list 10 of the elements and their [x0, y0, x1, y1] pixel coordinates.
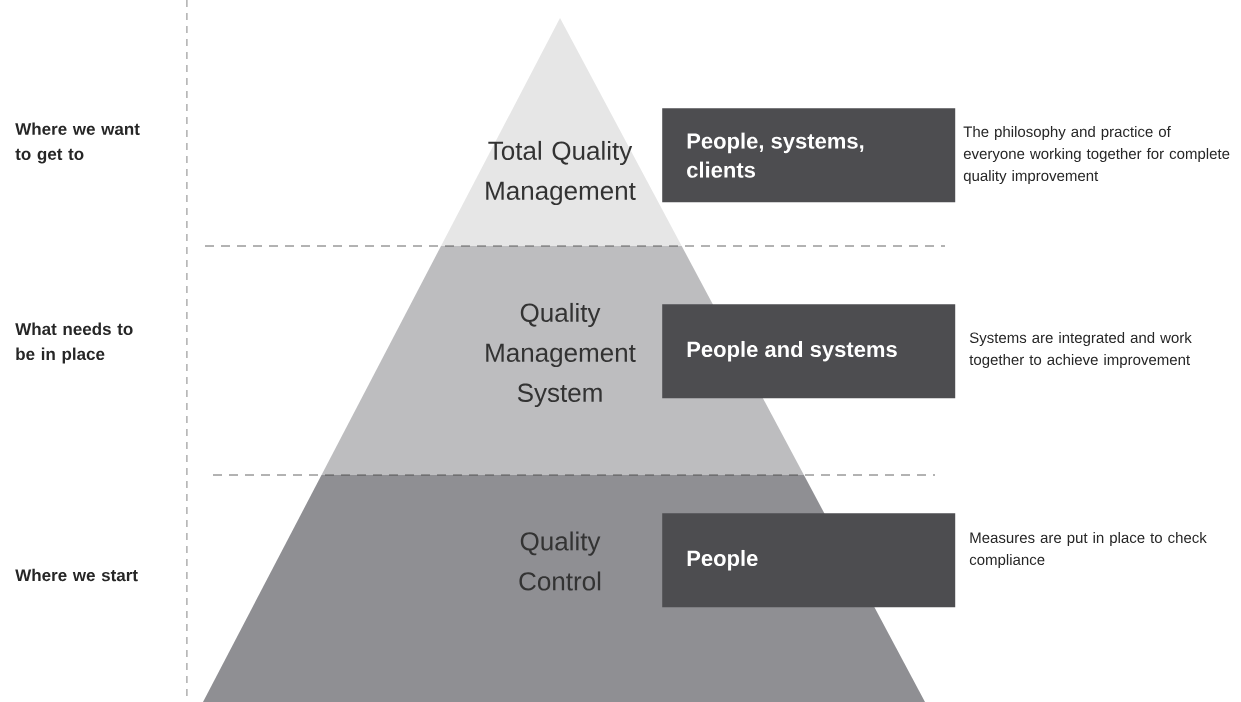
- label-box: People, systems, clients: [662, 108, 956, 203]
- description-text: Measures are put in place to check compliance: [969, 532, 1207, 568]
- label-box: People and systems: [662, 304, 956, 399]
- pyramid-level: Total Quality Management: [441, 18, 682, 246]
- level-label: What needs to be in place: [15, 322, 133, 364]
- label-box: People: [662, 513, 956, 608]
- level-label: Where we want to get to: [15, 122, 140, 164]
- description-text: Systems are integrated and work together to achieve improvement: [969, 332, 1192, 368]
- description-text: The philosophy and practice of everyone working together for complete quality improvement: [963, 126, 1230, 184]
- level-label: Where we start: [15, 568, 138, 582]
